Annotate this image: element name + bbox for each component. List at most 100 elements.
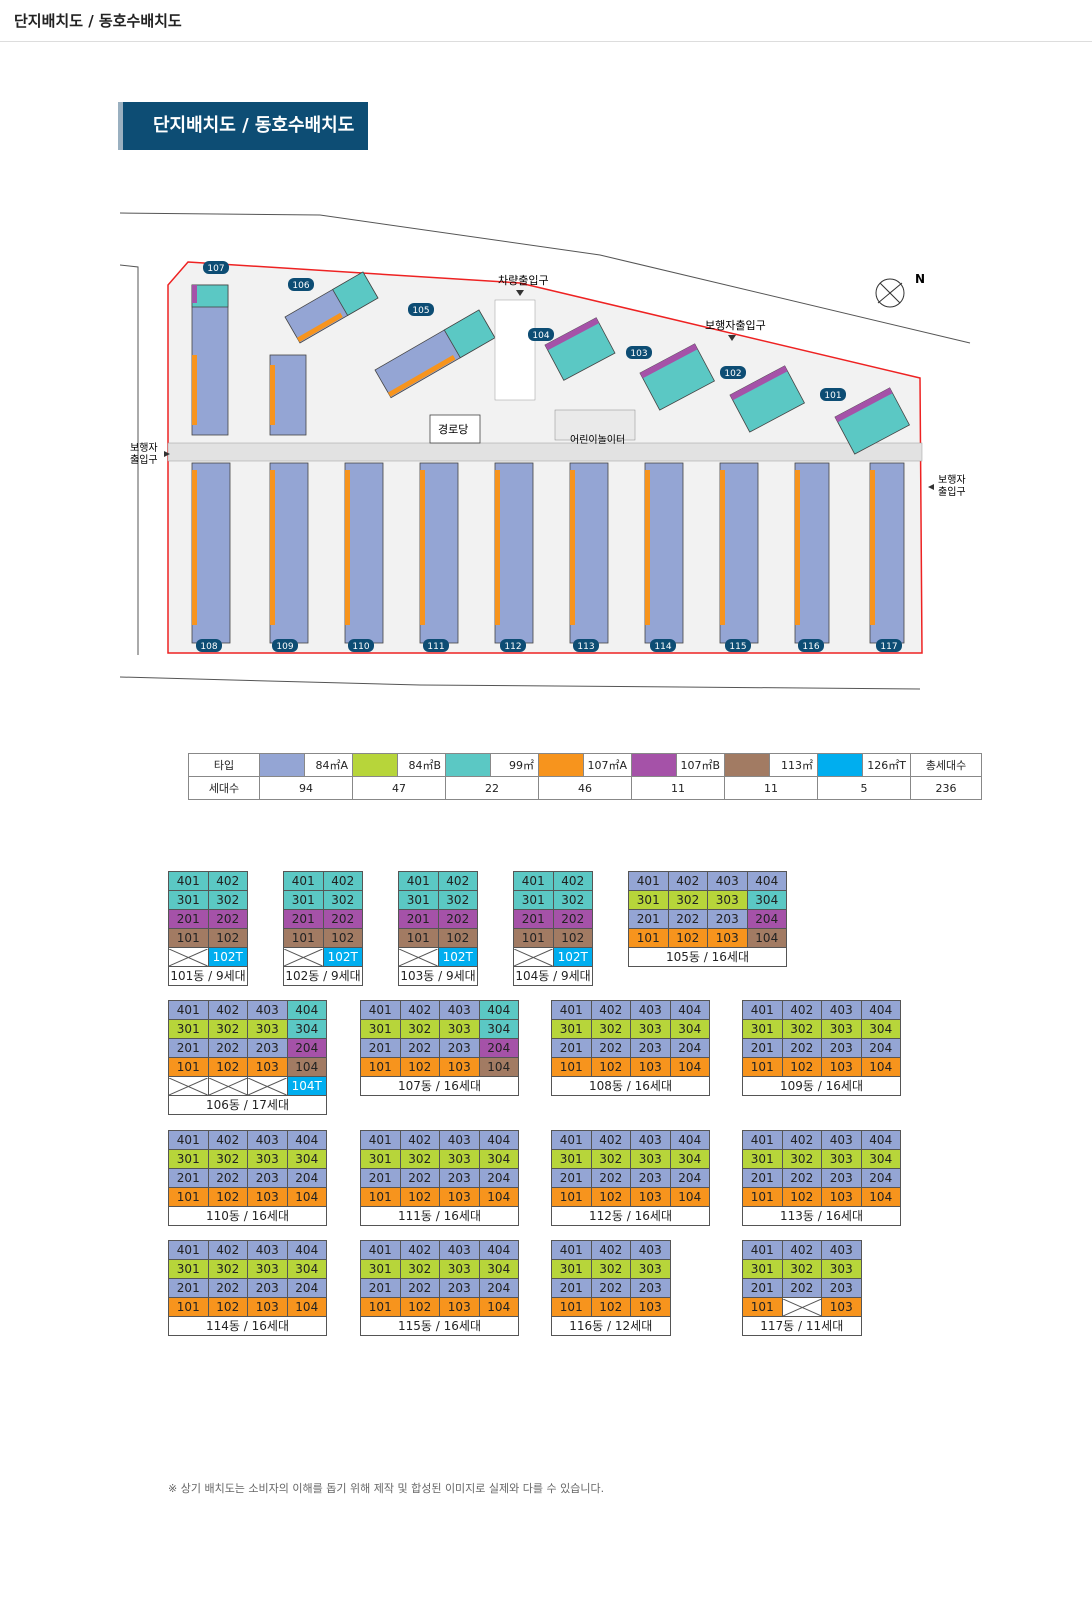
unit-cell: 201 <box>513 909 554 929</box>
unit-cell: 301 <box>398 890 439 910</box>
legend-type-header: 타입 <box>188 753 260 777</box>
unit-cell: 302 <box>399 1019 440 1039</box>
unit-cell: 204 <box>669 1168 710 1188</box>
building-number-badge: 116 <box>798 639 824 652</box>
unit-cell: 104 <box>860 1187 901 1207</box>
unit-cell: 404 <box>478 1000 519 1020</box>
unit-cell: 103 <box>707 928 748 948</box>
unit-cell: 303 <box>439 1019 480 1039</box>
unit-cell: 101 <box>398 928 439 948</box>
unit-grid-caption: 105동 / 16세대 <box>628 947 787 967</box>
legend-type-name: 107㎡B <box>676 753 725 777</box>
unit-cell: 402 <box>590 1240 631 1260</box>
unit-cell: 104 <box>286 1187 327 1207</box>
building-number-badge: 117 <box>876 639 902 652</box>
unit-cell: 203 <box>821 1168 862 1188</box>
unit-cell: 302 <box>207 890 248 910</box>
unit-cell: 203 <box>247 1278 288 1298</box>
unit-cell: 304 <box>860 1149 901 1169</box>
unit-cell: 301 <box>551 1259 592 1279</box>
building-block <box>794 462 830 644</box>
unit-cell: 202 <box>399 1038 440 1058</box>
unit-cell: 401 <box>168 871 209 891</box>
unit-cell: 103 <box>630 1187 671 1207</box>
unit-cell: 302 <box>552 890 593 910</box>
unit-cell: 103 <box>630 1057 671 1077</box>
unit-cell: 201 <box>742 1278 783 1298</box>
unit-cell: 403 <box>247 1000 288 1020</box>
unit-cell: 401 <box>168 1240 209 1260</box>
unit-cell: 403 <box>630 1130 671 1150</box>
unit-cell: 203 <box>247 1038 288 1058</box>
unit-cell: 404 <box>860 1130 901 1150</box>
unit-cell: 404 <box>860 1000 901 1020</box>
building-number: 102 <box>724 369 741 379</box>
unit-cell: 402 <box>437 871 478 891</box>
empty-unit-cell <box>207 1076 248 1096</box>
building-block <box>191 462 231 644</box>
unit-cell: 304 <box>478 1259 519 1279</box>
unit-cell: 302 <box>207 1019 248 1039</box>
unit-cell: 301 <box>513 890 554 910</box>
unit-cell: 301 <box>742 1149 783 1169</box>
unit-cell: 402 <box>207 1240 248 1260</box>
unit-cell: 403 <box>439 1000 480 1020</box>
unit-cell: 302 <box>590 1149 631 1169</box>
unit-cell: 104 <box>669 1187 710 1207</box>
unit-cell: 402 <box>322 871 363 891</box>
unit-grid-caption: 114동 / 16세대 <box>168 1316 327 1336</box>
unit-cell: 302 <box>399 1149 440 1169</box>
block-stripe <box>645 470 650 625</box>
divider <box>0 41 1092 42</box>
unit-cell: 204 <box>478 1168 519 1188</box>
empty-unit-cross-icon <box>284 948 323 966</box>
unit-cell: 401 <box>360 1240 401 1260</box>
building-number-badge: 102 <box>720 366 746 379</box>
unit-cell: 302 <box>437 890 478 910</box>
unit-cell: 103 <box>439 1057 480 1077</box>
unit-cell: 402 <box>552 871 593 891</box>
unit-cell: 401 <box>168 1130 209 1150</box>
building-number: 109 <box>276 642 293 652</box>
unit-cell: 304 <box>860 1019 901 1039</box>
building-number: 111 <box>427 642 444 652</box>
unit-cell: 404 <box>478 1240 519 1260</box>
unit-cell: 201 <box>551 1038 592 1058</box>
unit-cell: 301 <box>168 890 209 910</box>
block-stripe <box>192 470 197 625</box>
unit-cell: 202 <box>667 909 708 929</box>
unit-cell: 102 <box>437 928 478 948</box>
unit-cell: 202 <box>552 909 593 929</box>
unit-cell: 202 <box>207 1168 248 1188</box>
building-number-badge: 115 <box>725 639 751 652</box>
building-block <box>869 462 905 644</box>
unit-cell: 301 <box>283 890 324 910</box>
legend-count-value: 11 <box>631 776 725 800</box>
unit-cell: 401 <box>628 871 669 891</box>
unit-cell: 303 <box>247 1149 288 1169</box>
unit-cell: 403 <box>630 1240 671 1260</box>
unit-cell: 403 <box>439 1130 480 1150</box>
unit-grid-caption: 112동 / 16세대 <box>551 1206 710 1226</box>
unit-cell: 203 <box>630 1278 671 1298</box>
unit-cell: 201 <box>742 1038 783 1058</box>
legend-count-value: 5 <box>817 776 911 800</box>
unit-cell: 204 <box>478 1278 519 1298</box>
unit-cell: 404 <box>286 1000 327 1020</box>
unit-grid-caption: 111동 / 16세대 <box>360 1206 519 1226</box>
unit-cell: 301 <box>360 1149 401 1169</box>
unit-cell: 202 <box>781 1278 822 1298</box>
unit-cell: 103 <box>247 1057 288 1077</box>
unit-cell: 302 <box>207 1259 248 1279</box>
unit-cell: 303 <box>821 1019 862 1039</box>
unit-cell: 102 <box>399 1297 440 1317</box>
empty-unit-cell <box>513 947 554 967</box>
unit-cell: 401 <box>398 871 439 891</box>
building-block <box>644 462 684 644</box>
empty-unit-cross-icon <box>169 1077 208 1095</box>
unit-cell: 304 <box>286 1149 327 1169</box>
